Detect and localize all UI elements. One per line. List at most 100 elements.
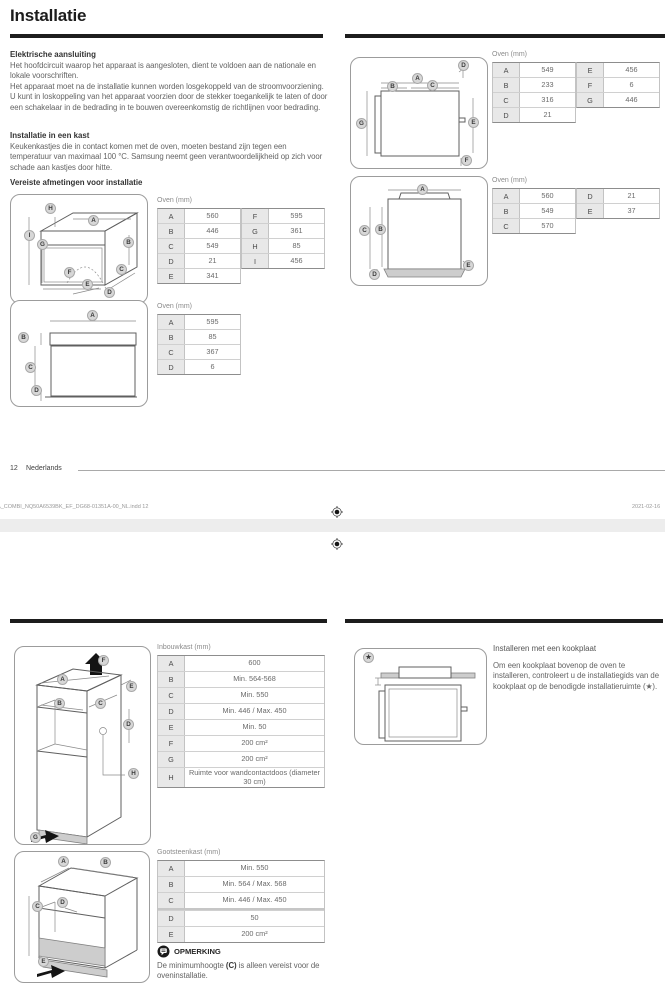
dim-key: D [158,360,185,374]
dim-label: G [356,118,367,129]
dim-label: B [18,332,29,343]
page2-top-rule-left [10,619,327,623]
table-label-oven1: Oven (mm) [157,197,192,204]
dim-label: H [128,768,139,779]
dim-label: D [57,897,68,908]
dim-key: D [158,254,185,268]
table-row: B 549 [493,203,575,218]
base-cabinet-drawing [28,867,139,978]
page2-top-rule-right [345,619,663,623]
dim-key: D [577,189,604,203]
dim-key: G [242,224,269,238]
table-label-oven4: Oven (mm) [492,177,527,184]
dim-value: 600 [248,658,261,668]
dim-key: D [158,911,185,926]
dim-value: 85 [292,240,301,250]
dim-label: B [100,857,111,868]
dim-label: E [126,681,137,692]
dim-label: D [104,287,115,298]
dim-label: H [45,203,56,214]
dim-key: B [493,78,520,92]
dim-key: E [158,720,185,735]
dim-value: 6 [629,79,634,89]
dim-value: 21 [543,109,552,119]
dim-key: D [158,704,185,719]
dim-key: E [158,927,185,942]
dim-value: 446 [625,94,638,104]
dim-label: G [30,832,41,843]
dim-key: G [158,752,185,767]
dim-value: 21 [627,190,636,200]
dim-key: B [493,204,520,218]
dim-label: A [57,674,68,685]
table-label-oven3: Oven (mm) [492,51,527,58]
dim-key: C [158,345,185,359]
footer-language: Nederlands [26,465,62,472]
registration-mark-icon [331,506,343,518]
dim-key: A [158,209,185,223]
dim-label: C [427,80,438,91]
dim-value: 316 [541,94,554,104]
table-label-oven2: Oven (mm) [157,303,192,310]
dim-value: 549 [541,205,554,215]
dim-label: C [359,225,370,236]
dim-key: A [158,656,185,671]
page-title: Installatie [10,6,87,25]
dim-value: 361 [290,225,303,235]
dim-value: 37 [627,205,636,215]
dim-value: 560 [206,210,219,220]
title-rule-left [10,34,323,38]
note-text: De minimumhoogte (C) is alleen vereist v… [157,961,329,982]
dim-label: A [88,215,99,226]
paragraph-electrical-1: Het hoofdcircuit waarop het apparaat is … [10,61,316,81]
dim-label: E [463,260,474,271]
dim-key: B [158,877,185,892]
dim-value: Min. 50 [242,722,267,732]
dim-value: 549 [541,64,554,74]
cooktop-install-diagram: ★ [354,648,487,745]
dim-value: 570 [541,220,554,230]
dim-label: I [24,230,35,241]
dim-key: A [493,189,520,203]
note-label: OPMERKING [174,947,221,956]
dim-key: F [577,78,604,92]
dim-key: H [158,768,185,788]
dim-value: 595 [206,316,219,326]
table-label-inbouwkast: Inbouwkast (mm) [157,644,211,651]
registration-mark-icon [331,538,343,550]
dim-key: H [242,239,269,253]
star-marker: ★ [363,652,374,663]
tall-cabinet-diagram: F A E B C D H G [14,646,151,845]
dim-value: 456 [290,255,303,265]
heading-electrical: Elektrische aansluiting [10,50,96,59]
dim-key: A [493,63,520,77]
dim-key: C [493,219,520,233]
table-row: G 361 [242,223,324,238]
paragraph-cooktop: Om een kookplaat bovenop de oven te inst… [493,661,660,691]
dim-key: I [242,254,269,268]
dim-key: C [158,239,185,253]
dim-label: D [31,385,42,396]
note-text-after: is alleen vereist voor de oveninstallati… [157,961,320,981]
heading-cooktop: Installeren met een kookplaat [493,644,597,653]
dim-label: F [98,655,109,666]
